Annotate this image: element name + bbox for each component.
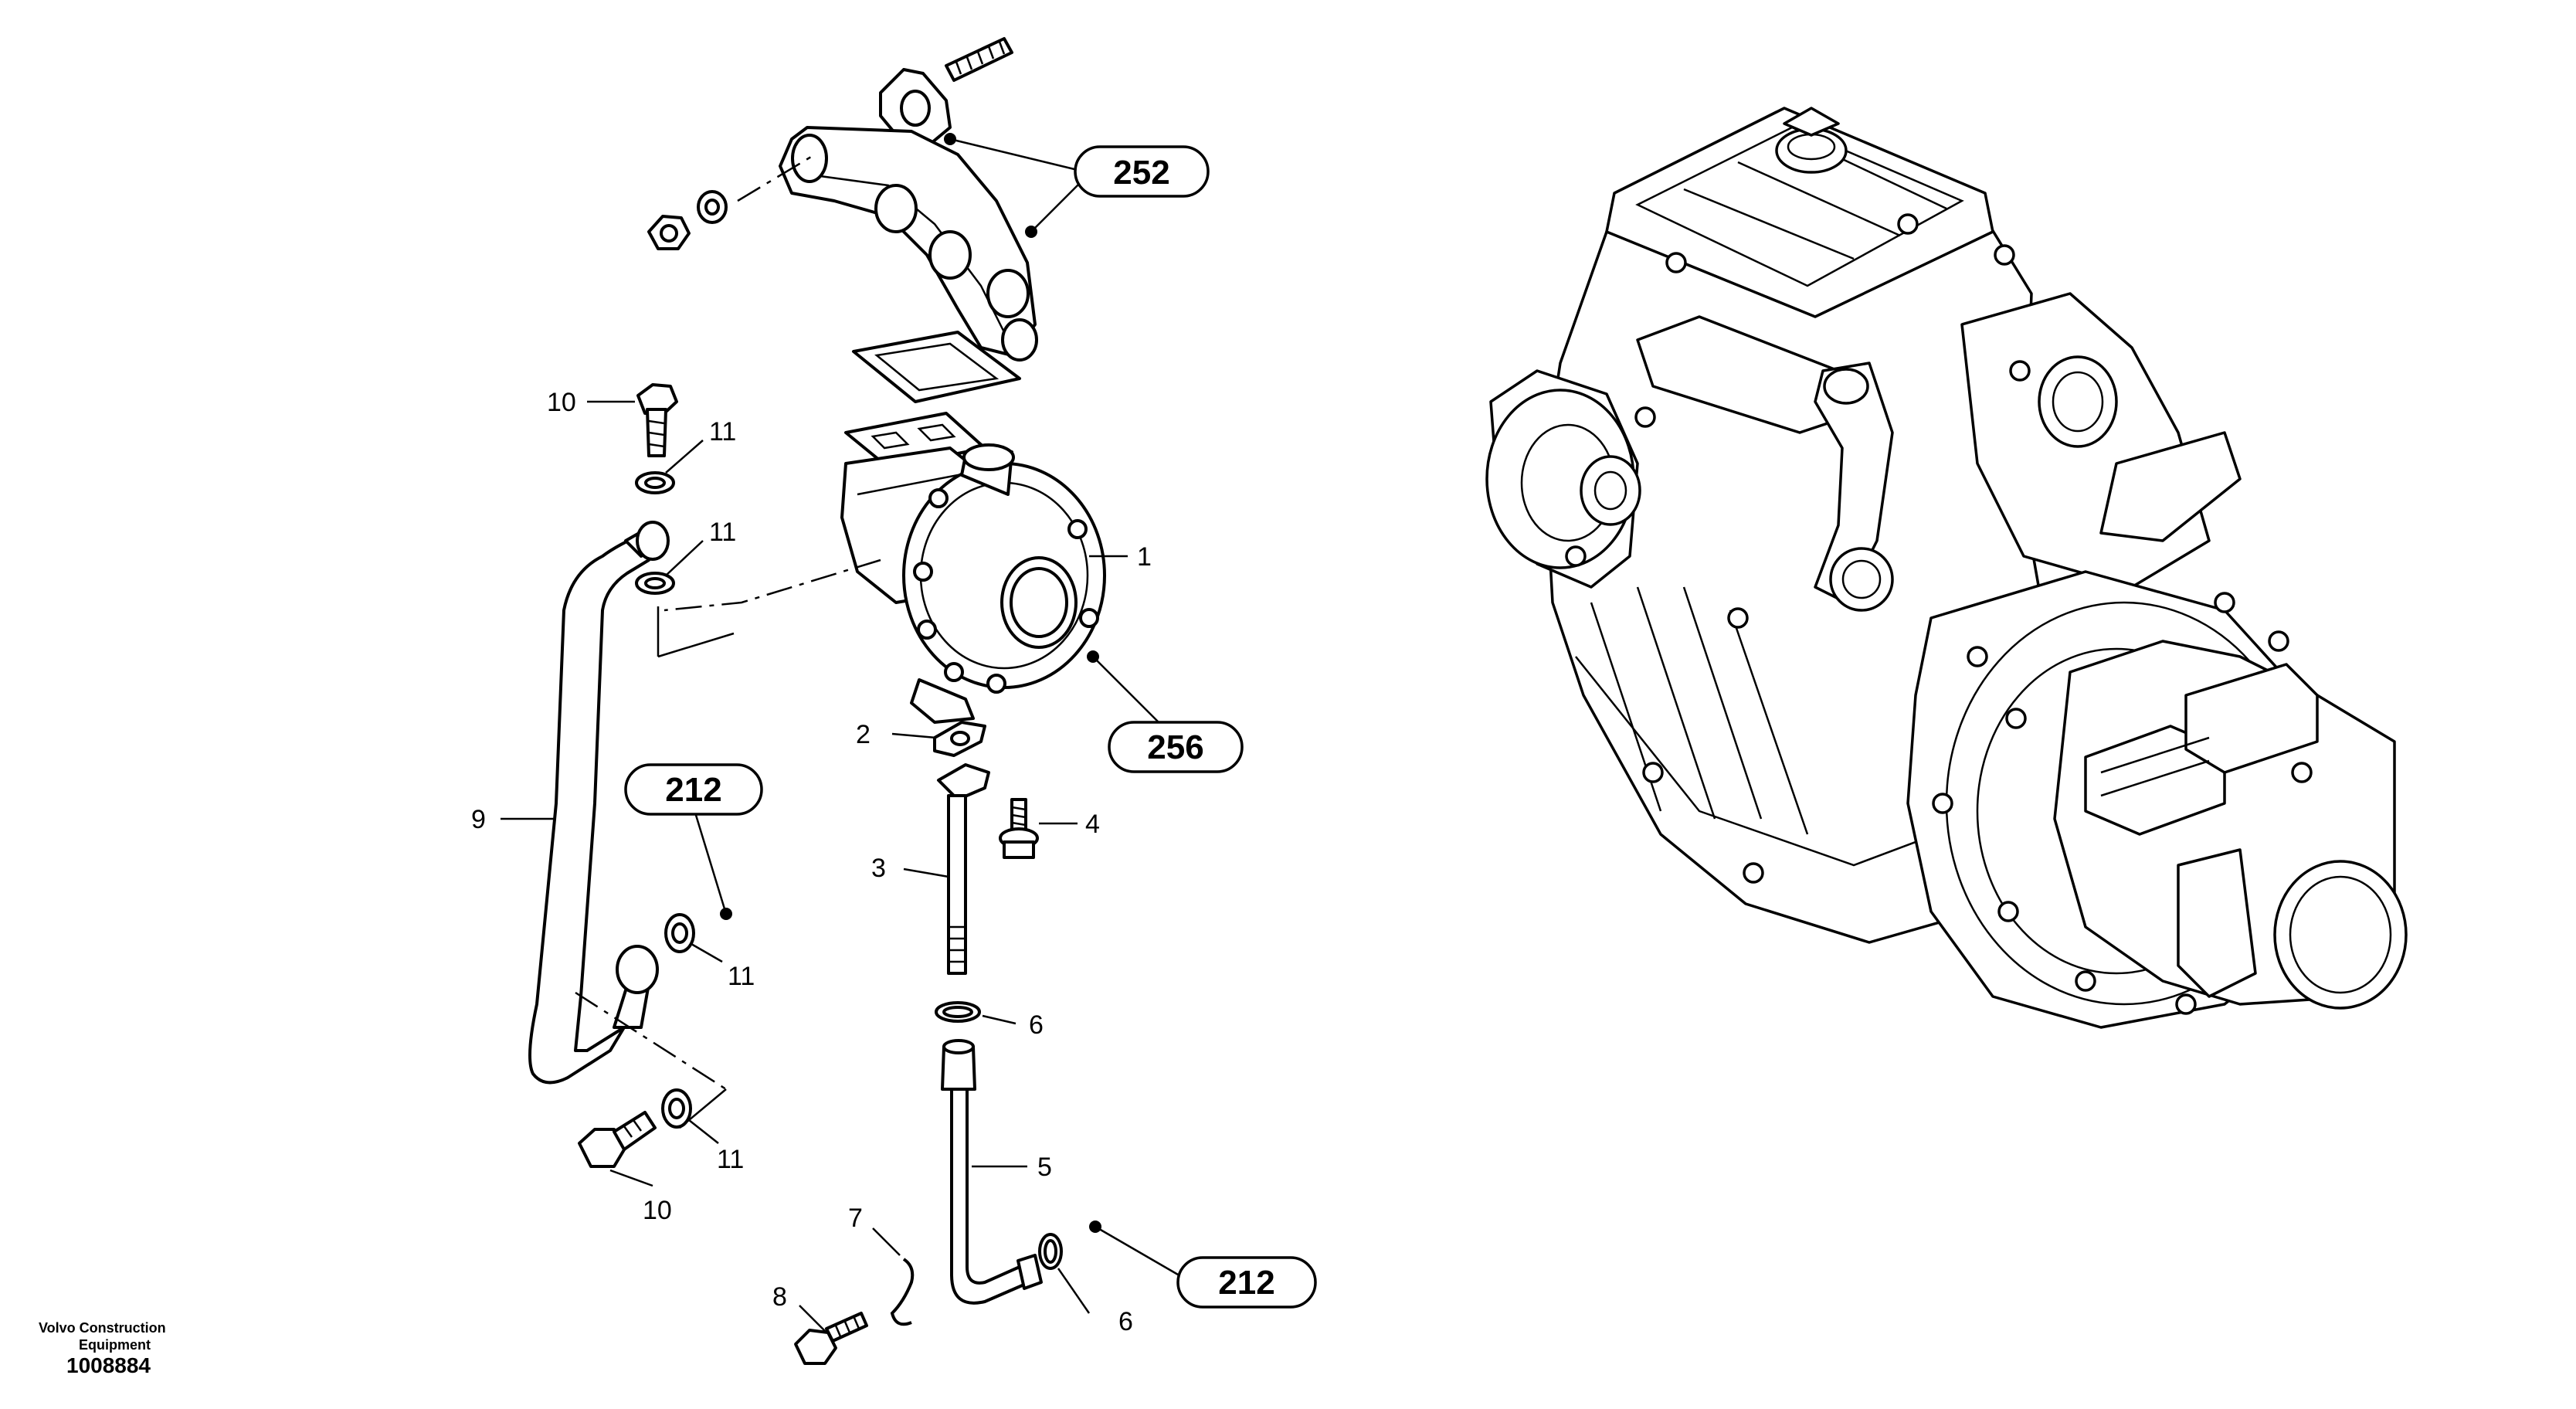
reference-256[interactable]: 256 xyxy=(1087,650,1244,773)
reference-256-label: 256 xyxy=(1147,728,1203,766)
callout-8: 8 xyxy=(772,1282,787,1312)
turbo-bolts xyxy=(913,488,1099,694)
callout-5: 5 xyxy=(1037,1153,1052,1182)
reference-212-lower-label: 212 xyxy=(1218,1264,1274,1302)
reference-212-upper-label: 212 xyxy=(665,771,721,809)
washer-11-d xyxy=(661,1088,692,1129)
callout-11-a: 11 xyxy=(709,417,736,446)
footer-doc-number: 1008884 xyxy=(66,1353,151,1377)
callout-9: 9 xyxy=(471,805,486,834)
drain-hose xyxy=(941,1039,1043,1305)
reference-252-label: 252 xyxy=(1113,154,1169,192)
callout-6-lower: 6 xyxy=(1118,1307,1133,1336)
flange-bolt xyxy=(999,798,1039,859)
banjo-bolt-upper xyxy=(636,383,678,457)
footer-company-line2: Equipment xyxy=(79,1337,151,1353)
hose-clip xyxy=(890,1258,915,1326)
footer-company-line1: Volvo Construction xyxy=(39,1320,166,1336)
callout-10-lower: 10 xyxy=(643,1196,672,1225)
o-ring-upper xyxy=(935,1001,981,1023)
footer-block: Volvo Construction Equipment 1008884 xyxy=(39,1319,193,1378)
reference-212-lower[interactable]: 212 xyxy=(1089,1221,1317,1309)
engine-assembly xyxy=(1485,107,2408,1029)
callout-2: 2 xyxy=(856,720,871,749)
washer-11-b xyxy=(635,572,675,595)
exhaust-manifold xyxy=(779,37,1038,403)
callout-11-b: 11 xyxy=(709,518,736,547)
washer-11-a xyxy=(635,471,675,494)
callout-4: 4 xyxy=(1085,810,1100,839)
banjo-bolt-lower xyxy=(578,1111,657,1168)
o-ring-lower xyxy=(1038,1233,1063,1270)
clip-bolt xyxy=(794,1312,868,1365)
callout-11-d: 11 xyxy=(717,1145,744,1174)
turbocharger xyxy=(840,412,1106,724)
callout-3: 3 xyxy=(871,854,886,883)
reference-212-upper[interactable]: 212 xyxy=(624,763,763,920)
callout-1: 1 xyxy=(1137,542,1152,572)
callout-7: 7 xyxy=(848,1204,863,1233)
reference-252[interactable]: 252 xyxy=(944,133,1210,238)
oil-feed-pipe xyxy=(528,521,670,1085)
washer-11-c xyxy=(664,913,695,953)
manifold-washer xyxy=(697,190,728,224)
drain-gasket xyxy=(933,721,986,757)
drain-tube xyxy=(937,763,990,975)
callout-6-upper: 6 xyxy=(1029,1010,1044,1040)
engine-bolts xyxy=(1565,213,2313,1015)
manifold-nut xyxy=(647,215,691,250)
callout-10-upper: 10 xyxy=(547,388,576,417)
callout-11-c: 11 xyxy=(728,962,755,991)
